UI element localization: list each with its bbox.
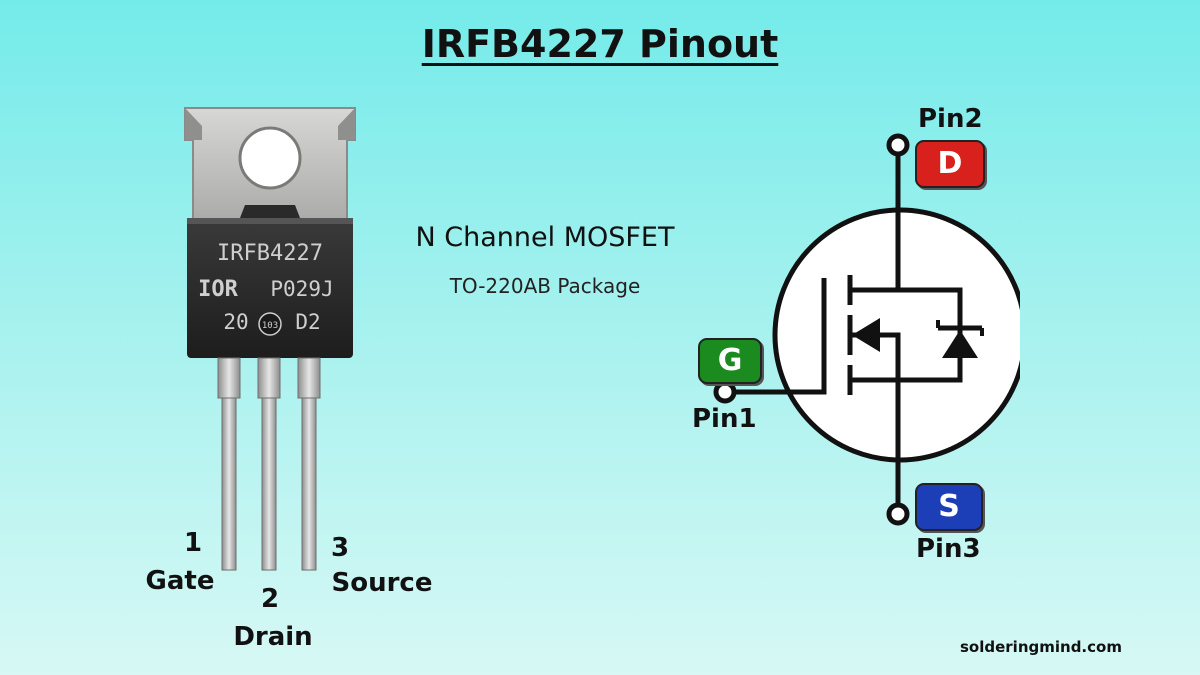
chip-date-code: 20 [223,310,248,334]
chip-logo: IOR [198,277,238,302]
body-diode [942,330,978,358]
package-type-label: TO-220AB Package [449,274,641,298]
device-type-label: N Channel MOSFET [415,222,675,253]
leg-source [297,357,321,571]
pin2-label: Pin2 [918,104,983,134]
pin1-number: 1 [183,528,203,558]
leg-gate [217,357,241,571]
drain-letter: D [937,146,963,181]
source-badge: S [915,483,983,531]
gate-terminal [713,380,737,404]
mounting-hole [238,126,302,190]
pin2-number: 2 [260,584,280,614]
chip-site-code: D2 [295,310,320,334]
pin3-number: 3 [330,533,350,563]
pin2-name: Drain [233,622,313,652]
chip-lot-code: P029J [270,277,333,301]
channel-arrow [852,318,880,352]
leg-drain [257,357,281,571]
source-letter: S [938,489,960,524]
website-watermark: solderingmind.com [960,638,1122,656]
to220-package-illustration: IRFB4227 IOR P029J 20 103 D2 [184,107,356,571]
pin3-label: Pin3 [916,534,981,564]
drain-badge: D [915,140,985,188]
mosfet-schematic-symbol [713,133,1020,526]
drain-terminal [886,133,910,157]
pin3-name: Source [331,568,433,598]
chip-body: IRFB4227 IOR P029J 20 103 D2 [187,205,353,358]
metal-tab [184,107,356,226]
source-terminal [886,502,910,526]
page-title: IRFB4227 Pinout [421,22,779,66]
pin1-label: Pin1 [692,404,757,434]
chip-badge: 103 [262,321,278,331]
pin-legs [217,357,321,571]
chip-part-number: IRFB4227 [217,241,323,266]
gate-badge: G [698,338,762,384]
pin1-name: Gate [145,566,215,596]
gate-letter: G [717,343,743,378]
